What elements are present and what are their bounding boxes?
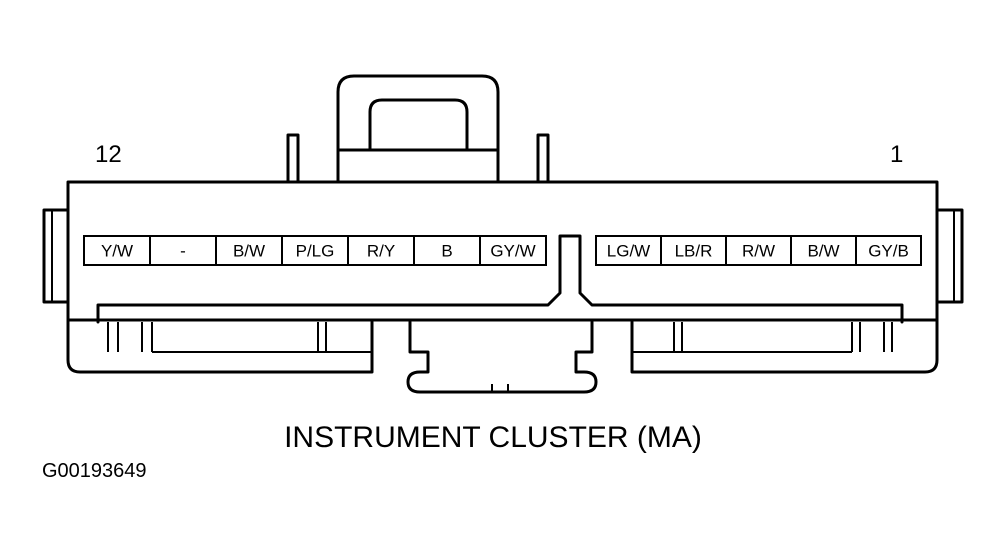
left-wire-label: Y/W (101, 242, 133, 261)
left-wire-cell (215, 235, 283, 266)
connector-posts (286, 133, 550, 184)
diagram-caption: INSTRUMENT CLUSTER (MA) (284, 421, 702, 454)
right-wire-label: GY/B (868, 242, 909, 261)
right-wire-label: B/W (807, 242, 839, 261)
left-wire-label: GY/W (490, 242, 535, 261)
right-wire-cell (595, 235, 662, 266)
left-wire-cell (83, 235, 151, 266)
left-wire-label: B/W (233, 242, 265, 261)
connector-latch (336, 74, 500, 184)
right-wire-label: LG/W (607, 242, 650, 261)
left-wire-cell (479, 235, 547, 266)
left-wire-label: B (441, 242, 452, 261)
connector-keyway (96, 234, 904, 324)
pin-number-left: 12 (95, 141, 122, 168)
left-wire-label: P/LG (296, 242, 335, 261)
right-wire-cell (855, 235, 922, 266)
connector-bottom-latch (406, 320, 598, 394)
left-wire-row: Y/W - B/W P/LG R/Y B GY/W (83, 235, 547, 266)
connector-skirt (66, 318, 939, 374)
left-wire-cell (281, 235, 349, 266)
left-wire-cell (149, 235, 217, 266)
left-wire-label: R/Y (367, 242, 395, 261)
right-wire-cell (790, 235, 857, 266)
right-wire-label: LB/R (675, 242, 713, 261)
left-wire-cell (347, 235, 415, 266)
figure-id: G00193649 (42, 460, 147, 482)
left-wire-label: - (180, 242, 186, 261)
right-wire-row: LG/W LB/R R/W B/W GY/B (595, 235, 922, 266)
left-wire-cell (413, 235, 481, 266)
pin-number-right: 1 (890, 141, 903, 168)
right-wire-label: R/W (742, 242, 775, 261)
